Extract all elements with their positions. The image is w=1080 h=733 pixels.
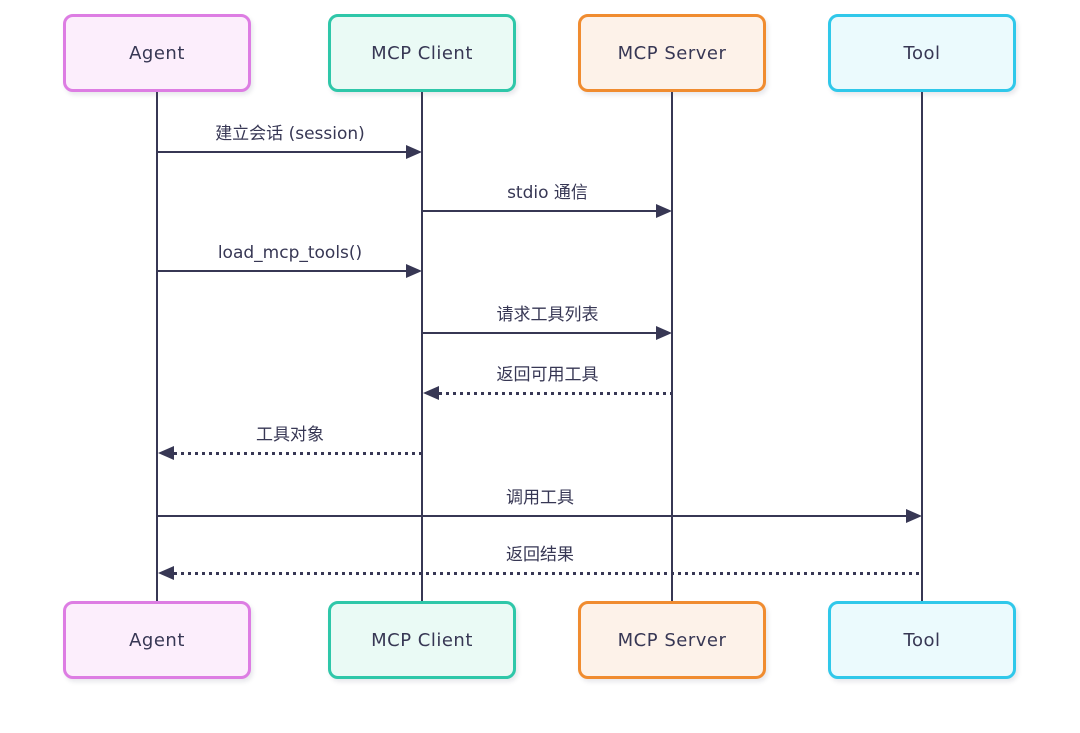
arrowhead-right-icon — [656, 204, 672, 218]
actor-box-mcp-server-top: MCP Server — [578, 14, 766, 92]
lifeline-agent — [156, 92, 158, 601]
actor-box-tool-top: Tool — [828, 14, 1016, 92]
arrowhead-left-icon — [423, 386, 439, 400]
actor-label-mcp-client: MCP Client — [371, 629, 473, 651]
message-line-load-mcp-tools — [158, 270, 406, 272]
message-line-request-tool-list — [423, 332, 656, 334]
actor-label-agent: Agent — [129, 629, 185, 651]
message-line-stdio — [423, 210, 656, 212]
arrowhead-right-icon — [406, 145, 422, 159]
actor-box-mcp-client-top: MCP Client — [328, 14, 516, 92]
message-label-request-tool-list: 请求工具列表 — [496, 305, 599, 325]
message-label-call-tool: 调用工具 — [506, 488, 574, 508]
message-label-return-available-tools: 返回可用工具 — [496, 365, 599, 385]
actor-label-tool: Tool — [903, 629, 941, 651]
message-line-establish-session — [158, 151, 406, 153]
arrowhead-right-icon — [406, 264, 422, 278]
actor-box-agent-bottom: Agent — [63, 601, 251, 679]
lifeline-mcp-client — [421, 92, 423, 601]
actor-label-mcp-server: MCP Server — [617, 42, 727, 64]
message-label-stdio: stdio 通信 — [507, 183, 588, 203]
actor-label-mcp-client: MCP Client — [371, 42, 473, 64]
message-label-establish-session: 建立会话 (session) — [215, 124, 365, 144]
message-line-return-available-tools — [439, 392, 672, 395]
actor-box-mcp-server-bottom: MCP Server — [578, 601, 766, 679]
actor-label-mcp-server: MCP Server — [617, 629, 727, 651]
message-label-tool-objects: 工具对象 — [256, 425, 324, 445]
actor-label-tool: Tool — [903, 42, 941, 64]
arrowhead-left-icon — [158, 446, 174, 460]
message-line-call-tool — [158, 515, 906, 517]
lifeline-tool — [921, 92, 923, 601]
arrowhead-right-icon — [656, 326, 672, 340]
lifeline-mcp-server — [671, 92, 673, 601]
actor-box-agent-top: Agent — [63, 14, 251, 92]
actor-box-mcp-client-bottom: MCP Client — [328, 601, 516, 679]
arrowhead-right-icon — [906, 509, 922, 523]
arrowhead-left-icon — [158, 566, 174, 580]
actor-box-tool-bottom: Tool — [828, 601, 1016, 679]
message-line-tool-objects — [174, 452, 422, 455]
message-line-return-result — [174, 572, 922, 575]
message-label-return-result: 返回结果 — [506, 545, 574, 565]
actor-label-agent: Agent — [129, 42, 185, 64]
message-label-load-mcp-tools: load_mcp_tools() — [217, 243, 363, 263]
